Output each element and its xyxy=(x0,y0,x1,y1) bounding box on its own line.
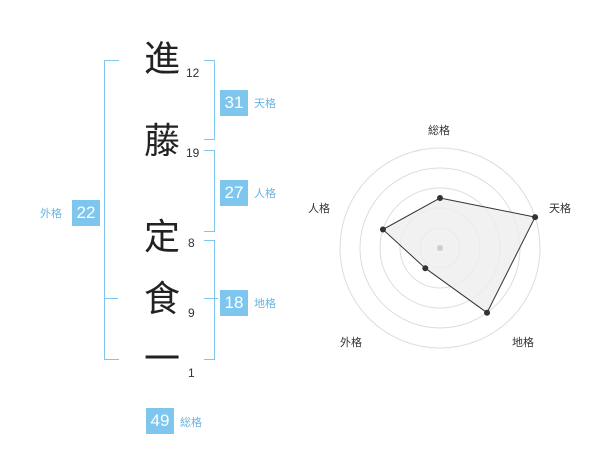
radar-point-1 xyxy=(437,195,443,201)
name-char-5: 一 xyxy=(143,339,180,380)
chikaku-bracket xyxy=(204,240,215,360)
tenkaku-value: 31 xyxy=(220,90,248,116)
radar-point-5 xyxy=(379,226,386,233)
radar-label-gaikaku: 外格 xyxy=(340,336,362,349)
radar-label-jinkaku: 人格 xyxy=(308,202,330,215)
chikaku-value: 18 xyxy=(220,290,248,316)
stroke-count-2: 19 xyxy=(186,146,200,160)
radar-label-chikaku: 地格 xyxy=(512,336,534,349)
stroke-count-1: 12 xyxy=(186,66,200,80)
soukaku-value: 49 xyxy=(146,408,174,434)
soukaku-label: 総格 xyxy=(180,416,202,429)
radar-center-dot xyxy=(437,245,443,251)
radar-point-4 xyxy=(422,265,429,272)
jinkaku-bracket xyxy=(204,150,215,232)
stroke-count-3: 8 xyxy=(188,236,195,250)
name-char-1: 進 xyxy=(143,39,180,80)
radar-point-2 xyxy=(532,214,539,221)
tenkaku-label: 天格 xyxy=(254,97,276,110)
jinkaku-value: 27 xyxy=(220,180,248,206)
chikaku-label: 地格 xyxy=(254,297,276,310)
radar-label-soukaku: 総格 xyxy=(428,124,450,137)
stroke-count-5: 1 xyxy=(188,366,195,380)
name-char-2: 藤 xyxy=(143,121,180,162)
gaikaku-label: 外格 xyxy=(40,207,62,220)
name-char-3: 定 xyxy=(143,217,180,258)
stroke-count-4: 9 xyxy=(188,306,195,320)
gaikaku-bracket-tick xyxy=(104,298,118,299)
jinkaku-label: 人格 xyxy=(254,187,276,200)
radar-label-tenkaku: 天格 xyxy=(549,202,571,215)
radar-grid-ring-1 xyxy=(339,147,541,349)
gaikaku-value: 22 xyxy=(72,200,100,226)
tenkaku-bracket xyxy=(204,60,215,140)
radar-polygon xyxy=(382,197,536,314)
gaikaku-bracket xyxy=(104,60,119,360)
chikaku-bracket-tick xyxy=(204,298,218,299)
radar-point-3 xyxy=(484,309,491,316)
name-char-4: 食 xyxy=(143,279,180,320)
